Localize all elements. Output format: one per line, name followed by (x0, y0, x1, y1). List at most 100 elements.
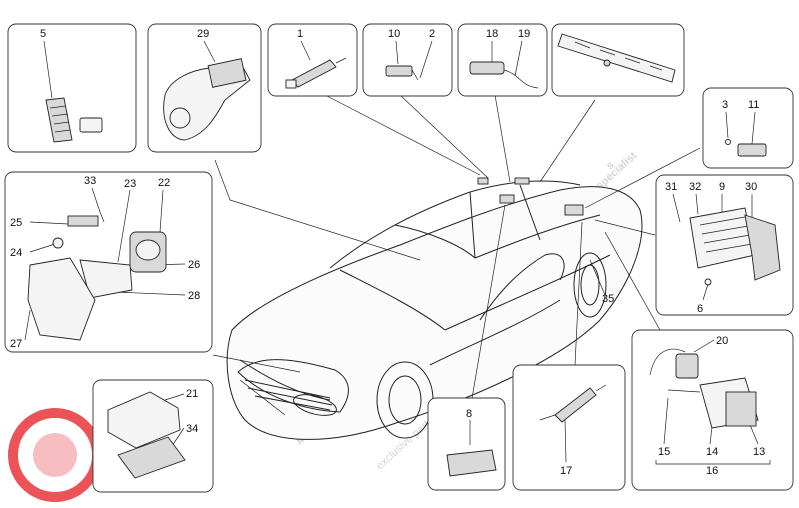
box-module-21: 21 34 (92, 379, 214, 493)
car-grille-slats (244, 379, 333, 411)
part-camera-module (469, 61, 505, 75)
callout-5: 5 (40, 28, 46, 40)
leader-31 (594, 219, 656, 236)
leader-8 (469, 204, 506, 411)
part-pedal-sensor (79, 117, 103, 133)
part-column-module (207, 58, 247, 88)
part-column-joint (169, 107, 191, 129)
box-antenna-17: 17 (512, 364, 626, 491)
part-screw-33 (99, 211, 105, 223)
box-radar-frame (4, 171, 213, 353)
box-5-frame (7, 23, 137, 153)
car-headlight (293, 394, 337, 416)
callout-29-line (203, 40, 216, 63)
part-screw-2 (411, 69, 419, 81)
box-rain-sensor: 3 11 (702, 87, 794, 169)
callout-8: 8 (466, 408, 472, 420)
car-roof-module-3 (499, 194, 515, 204)
car-sill (429, 299, 561, 366)
car-roof-module-2 (514, 177, 530, 185)
part-pedal-ridges (49, 105, 71, 133)
part-module-21 (107, 391, 181, 449)
callout-17-line (564, 419, 567, 463)
leader-35 (589, 259, 606, 296)
car-wiring-harness (479, 253, 565, 321)
box-18-frame (457, 23, 548, 97)
box-camera: 18 19 (457, 23, 548, 97)
callout-14: 14 (706, 446, 718, 458)
box-3-frame (702, 87, 794, 169)
callout-27: 27 (10, 338, 22, 350)
part-console-details (574, 41, 663, 71)
leader-top-right (539, 99, 596, 183)
callout-35: 35 (602, 293, 614, 305)
box-roof-sensor: 10 2 (362, 23, 453, 97)
callout-6: 6 (697, 303, 703, 315)
box-control-unit: 31 32 9 30 6 (655, 174, 794, 316)
callout-18: 18 (486, 28, 498, 40)
part-cable-20 (649, 348, 686, 376)
box-module-16: 20 15 14 13 16 (631, 329, 794, 491)
box-radar-assembly: 33 23 22 25 24 26 28 27 (4, 171, 213, 353)
callout-17: 17 (560, 465, 572, 477)
callout-1: 1 (297, 28, 303, 40)
part-pedal (45, 97, 73, 143)
callout-10: 10 (388, 28, 400, 40)
callout-21: 21 (186, 388, 198, 400)
car-rear-wheel (573, 252, 607, 318)
car-bumper-line (239, 359, 331, 401)
part-connector-24 (52, 237, 64, 249)
callout-18-19-lines (491, 40, 523, 77)
callout-25: 25 (10, 217, 22, 229)
car-grille (237, 359, 349, 413)
part-bracket-34 (117, 436, 186, 479)
callout-24: 24 (10, 247, 22, 259)
callout-30: 30 (745, 181, 757, 193)
part-module-8 (446, 449, 497, 477)
callout-29: 29 (197, 28, 209, 40)
callout-34: 34 (186, 423, 198, 435)
part-ecu-bracket (744, 214, 781, 281)
part-roof-console (557, 33, 676, 83)
callout-32: 32 (689, 181, 701, 193)
box-steering-column: 29 (147, 23, 262, 153)
leader-1 (324, 94, 481, 176)
part-radar-lens (135, 239, 161, 261)
callout-13: 13 (753, 446, 765, 458)
watermark-disc-inner (33, 433, 77, 477)
car-roof-module-1 (477, 177, 489, 185)
callout-radar-lines (24, 187, 186, 341)
box-module-8: 8 (427, 397, 506, 491)
part-camera-cable (503, 69, 539, 89)
car-illustration (226, 177, 643, 440)
callout-26: 26 (188, 259, 200, 271)
part-antenna-tip (335, 57, 347, 64)
callout-10-2-lines (395, 40, 433, 79)
part-console-knob (603, 59, 611, 67)
box-pedal-sensor: 5 (7, 23, 137, 153)
car-rear-rim (580, 264, 600, 306)
part-harness-clip (67, 215, 99, 227)
leader-17 (574, 221, 583, 366)
callout-1-line (300, 40, 311, 61)
car-side-window (474, 214, 601, 259)
callout-15: 15 (658, 446, 670, 458)
car-pillars (469, 184, 541, 259)
callout-11: 11 (748, 99, 759, 111)
part-antenna-17-ends (539, 384, 607, 421)
car-windshield-edge (339, 269, 446, 331)
car-body (226, 186, 643, 440)
part-clip-3 (725, 139, 731, 145)
callout-28: 28 (188, 290, 200, 302)
box-roof-console (551, 23, 685, 97)
part-bracket-15 (667, 389, 701, 393)
car-rear-module (564, 204, 584, 216)
callout-3: 3 (722, 99, 728, 111)
callout-20: 20 (716, 335, 728, 347)
callout-16: 16 (706, 465, 718, 477)
callout-23: 23 (124, 178, 136, 190)
leader-20 (604, 231, 661, 331)
part-antenna-17 (554, 387, 597, 423)
box-1-frame (267, 23, 358, 97)
